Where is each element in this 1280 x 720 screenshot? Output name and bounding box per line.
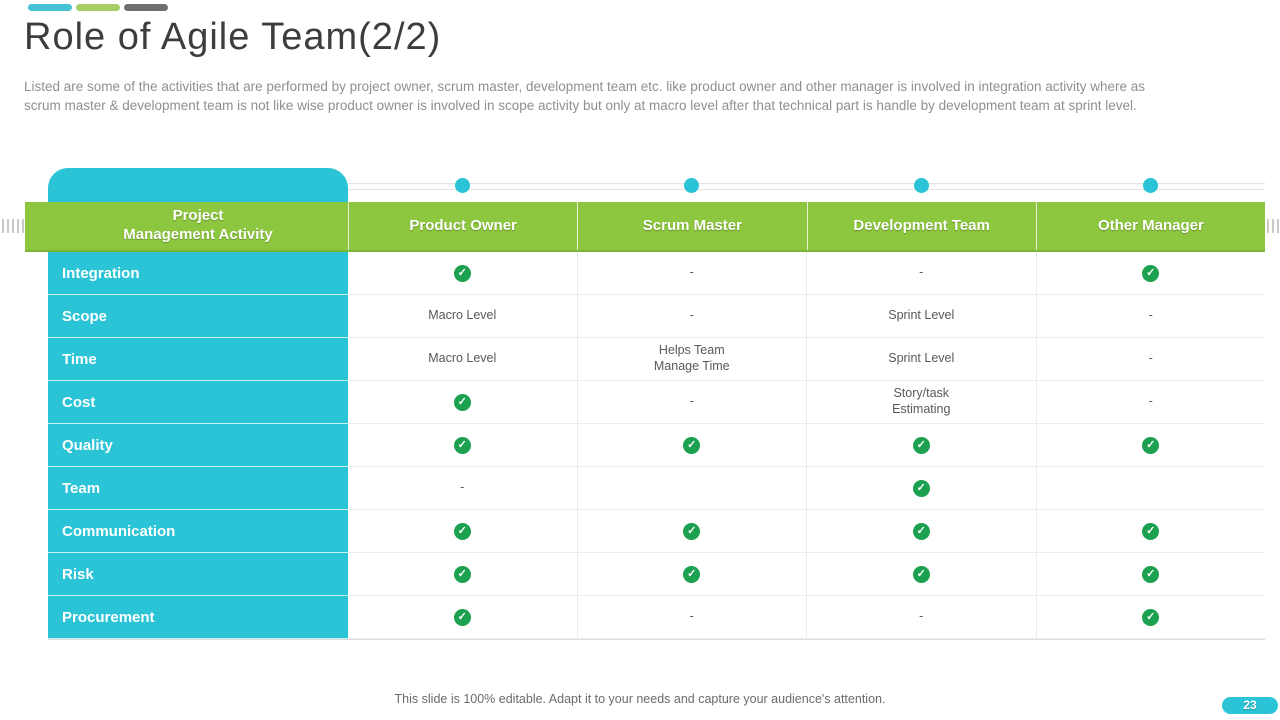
- role-cell: ✓: [577, 510, 807, 553]
- activity-cell: Quality: [48, 424, 348, 467]
- role-cell: -: [1036, 295, 1265, 338]
- table-row: Quality ✓ ✓ ✓ ✓: [48, 424, 1265, 467]
- role-cell: ✓: [1036, 252, 1265, 295]
- role-cell: Macro Level: [348, 338, 578, 381]
- top-accent-bars: [28, 4, 168, 11]
- role-cell: ✓: [348, 553, 578, 596]
- column-header-role-4: Other Manager: [1035, 202, 1265, 250]
- check-icon: ✓: [453, 393, 471, 411]
- description-line-1: Listed are some of the activities that a…: [24, 79, 1146, 94]
- role-cell: -: [807, 596, 1037, 639]
- description-line-2: scrum master & development team is not l…: [24, 97, 1137, 113]
- role-cell: -: [577, 295, 807, 338]
- footer-note: This slide is 100% editable. Adapt it to…: [394, 692, 886, 706]
- check-icon: ✓: [1142, 522, 1160, 540]
- column-header-role-3: Development Team: [806, 202, 1036, 250]
- page-number-badge: 23: [1222, 697, 1278, 714]
- check-icon: ✓: [1142, 565, 1160, 583]
- activity-cell: Procurement: [48, 596, 348, 639]
- column-marker-dot: [348, 178, 577, 193]
- role-cell: ✓: [577, 553, 807, 596]
- role-cell: ✓: [1036, 596, 1265, 639]
- check-icon: ✓: [683, 436, 701, 454]
- timeline-connector-line: [348, 183, 1265, 190]
- role-cell: ✓: [1036, 510, 1265, 553]
- role-cell: -: [1036, 338, 1265, 381]
- role-cell: ✓: [348, 381, 578, 424]
- check-icon: ✓: [1142, 436, 1160, 454]
- check-icon: ✓: [453, 565, 471, 583]
- check-icon: ✓: [453, 436, 471, 454]
- check-icon: ✓: [683, 522, 701, 540]
- role-cell: -: [1036, 381, 1265, 424]
- role-cell: [1036, 467, 1265, 510]
- role-cell: ✓: [807, 510, 1037, 553]
- column-marker-dot: [577, 178, 806, 193]
- table-row: Procurement ✓ -- ✓: [48, 596, 1265, 639]
- activity-cell: Team: [48, 467, 348, 510]
- role-cell: -: [577, 596, 807, 639]
- accent-bar-gray-icon: [124, 4, 168, 11]
- check-icon: ✓: [912, 436, 930, 454]
- check-icon: ✓: [683, 565, 701, 583]
- activity-cell: Scope: [48, 295, 348, 338]
- column-header-role-1: Product Owner: [348, 202, 577, 250]
- activity-cell: Communication: [48, 510, 348, 553]
- role-cell: ✓: [807, 424, 1037, 467]
- role-cell: -: [577, 252, 807, 295]
- column-header-activity: Project Management Activity: [25, 202, 348, 250]
- role-cell: -: [577, 381, 807, 424]
- table-row: Communication ✓ ✓ ✓ ✓: [48, 510, 1265, 553]
- role-cell: ✓: [807, 467, 1037, 510]
- role-cell: Sprint Level: [807, 295, 1037, 338]
- role-cell: ✓: [807, 553, 1037, 596]
- role-cell: -: [807, 252, 1037, 295]
- check-icon: ✓: [453, 264, 471, 282]
- role-cell: -: [348, 467, 578, 510]
- activity-header-line-2: Management Activity: [123, 226, 273, 243]
- check-icon: ✓: [453, 608, 471, 626]
- check-icon: ✓: [912, 522, 930, 540]
- column-marker-dots: [348, 178, 1265, 193]
- activity-cell: Integration: [48, 252, 348, 295]
- role-cell: [577, 467, 807, 510]
- accent-bar-green-icon: [76, 4, 120, 11]
- activity-header-line-1: Project: [172, 207, 224, 225]
- accent-bar-cyan-icon: [28, 4, 72, 11]
- check-icon: ✓: [1142, 608, 1160, 626]
- role-cell: Macro Level: [348, 295, 578, 338]
- right-edge-ticks: [1267, 219, 1280, 233]
- check-icon: ✓: [1142, 264, 1160, 282]
- left-edge-ticks: [2, 219, 24, 233]
- role-cell: ✓: [348, 424, 578, 467]
- page-title: Role of Agile Team(2/2): [24, 16, 442, 58]
- column-header-role-2: Scrum Master: [577, 202, 806, 250]
- role-cell: ✓: [348, 596, 578, 639]
- table-header-row: Project Management Activity Product Owne…: [25, 202, 1265, 252]
- activity-cell: Cost: [48, 381, 348, 424]
- table-row: Risk ✓ ✓ ✓ ✓: [48, 553, 1265, 596]
- table-row: Integration ✓ -- ✓: [48, 252, 1265, 295]
- role-cell: Sprint Level: [807, 338, 1037, 381]
- slide-description: Listed are some of the activities that a…: [24, 78, 1264, 116]
- check-icon: ✓: [912, 565, 930, 583]
- activity-cell: Risk: [48, 553, 348, 596]
- role-cell: ✓: [577, 424, 807, 467]
- role-cell: ✓: [1036, 424, 1265, 467]
- role-cell: ✓: [348, 510, 578, 553]
- activity-cell: Time: [48, 338, 348, 381]
- column-marker-dot: [807, 178, 1036, 193]
- check-icon: ✓: [453, 522, 471, 540]
- check-icon: ✓: [912, 479, 930, 497]
- role-cell: ✓: [348, 252, 578, 295]
- table-row: Team- ✓: [48, 467, 1265, 510]
- column-marker-dot: [1036, 178, 1265, 193]
- role-cell: ✓: [1036, 553, 1265, 596]
